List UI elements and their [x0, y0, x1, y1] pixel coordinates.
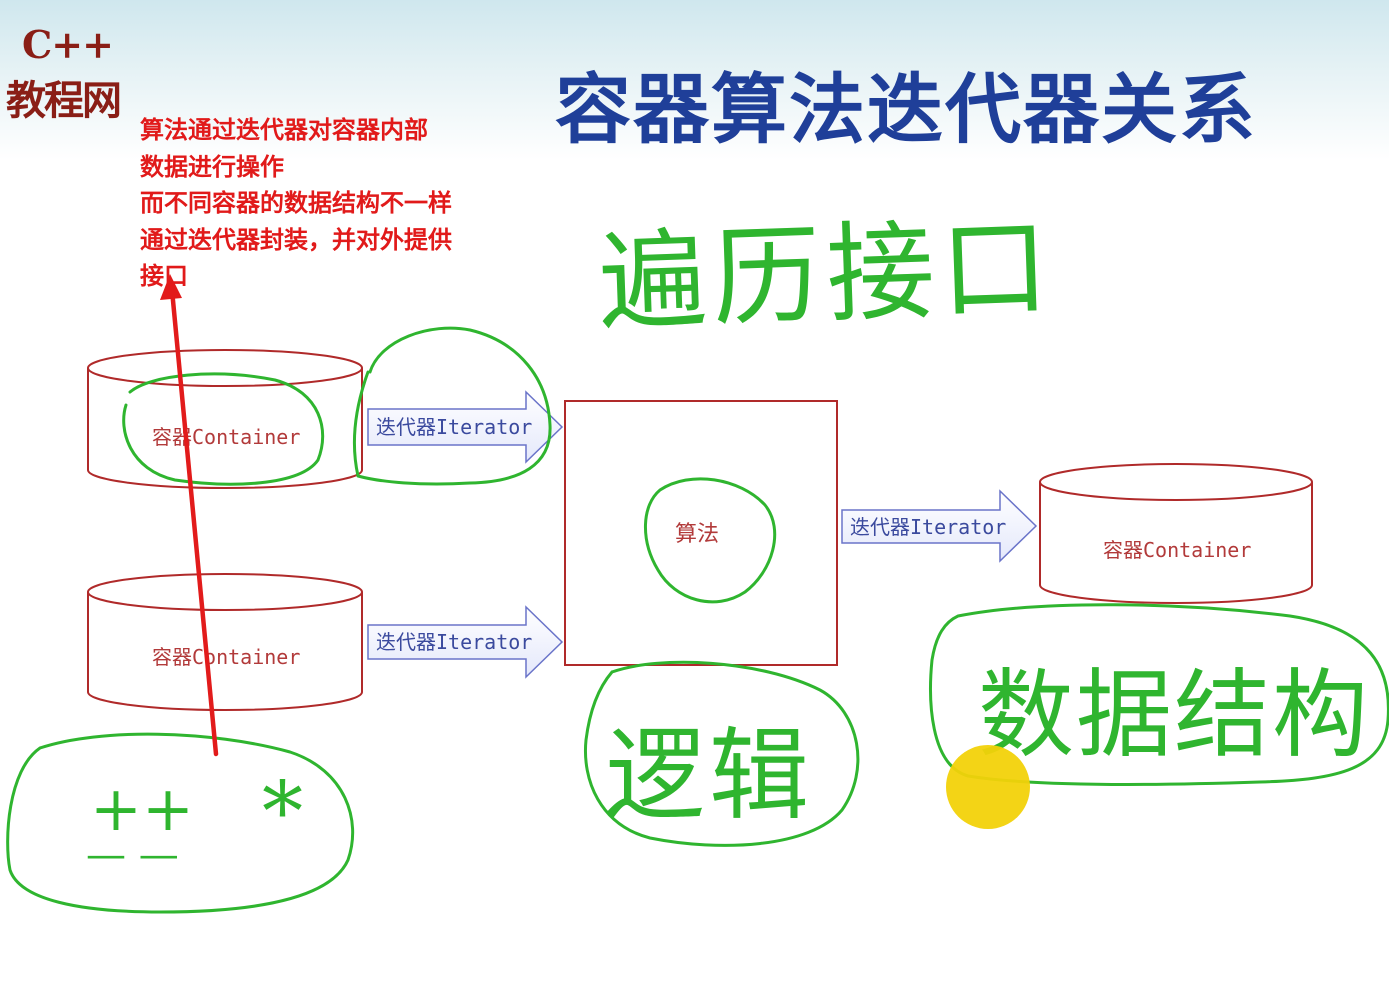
circle-around-container [122, 372, 325, 486]
iterator-label: 迭代器Iterator [850, 515, 1006, 539]
circle-around-logic [583, 660, 860, 847]
handwriting-data-structure: 数据结构 [978, 659, 1370, 771]
circle-around-algorithm [644, 477, 777, 604]
note-line: 而不同容器的数据结构不一样 [140, 189, 452, 217]
handwriting-decrement: — — [86, 832, 179, 878]
red-pointer-arrow [160, 274, 219, 757]
hand-drawn-annotations [6, 326, 1389, 914]
handwriting-increment: ++ [90, 772, 194, 845]
handwriting-traverse-interface: 遍历接口 [597, 205, 1057, 346]
page-title: 容器算法迭代器关系 [555, 65, 1257, 154]
container-right: 容器Container [1039, 463, 1313, 604]
logo-site-name: 教程网 [6, 78, 122, 124]
container-label: 容器Container [152, 425, 300, 449]
note-line: 接口 [140, 262, 188, 290]
algorithm-box: 算法 [564, 400, 838, 666]
iterator-arrow-right: 迭代器Iterator [841, 489, 1038, 563]
iterator-label: 迭代器Iterator [376, 415, 532, 439]
handwriting-logic: 逻辑 [605, 717, 813, 834]
note-line: 通过迭代器封装，并对外提供 [140, 225, 452, 254]
container-label: 容器Container [152, 645, 300, 669]
iterator-label: 迭代器Iterator [376, 630, 532, 654]
note-line: 数据进行操作 [140, 152, 284, 181]
container-label: 容器Container [1103, 538, 1251, 562]
logo-cpp: C++ [22, 22, 114, 67]
iterator-arrow-bottom: 迭代器Iterator [367, 605, 564, 679]
circle-around-operators [6, 732, 355, 914]
iterator-arrow-top: 迭代器Iterator [367, 390, 564, 464]
handwriting-star: * [262, 765, 303, 860]
circle-around-data-structure [929, 603, 1389, 786]
algorithm-label: 算法 [675, 522, 719, 547]
circle-around-iterator [352, 326, 552, 486]
header-band [0, 0, 1389, 160]
highlight-dot [946, 745, 1030, 829]
explanation-note: 算法通过迭代器对容器内部 数据进行操作 而不同容器的数据结构不一样 通过迭代器封… [140, 112, 520, 295]
note-line: 算法通过迭代器对容器内部 [140, 116, 428, 144]
container-bottom-left: 容器Container [87, 573, 363, 711]
container-top-left: 容器Container [87, 349, 363, 489]
